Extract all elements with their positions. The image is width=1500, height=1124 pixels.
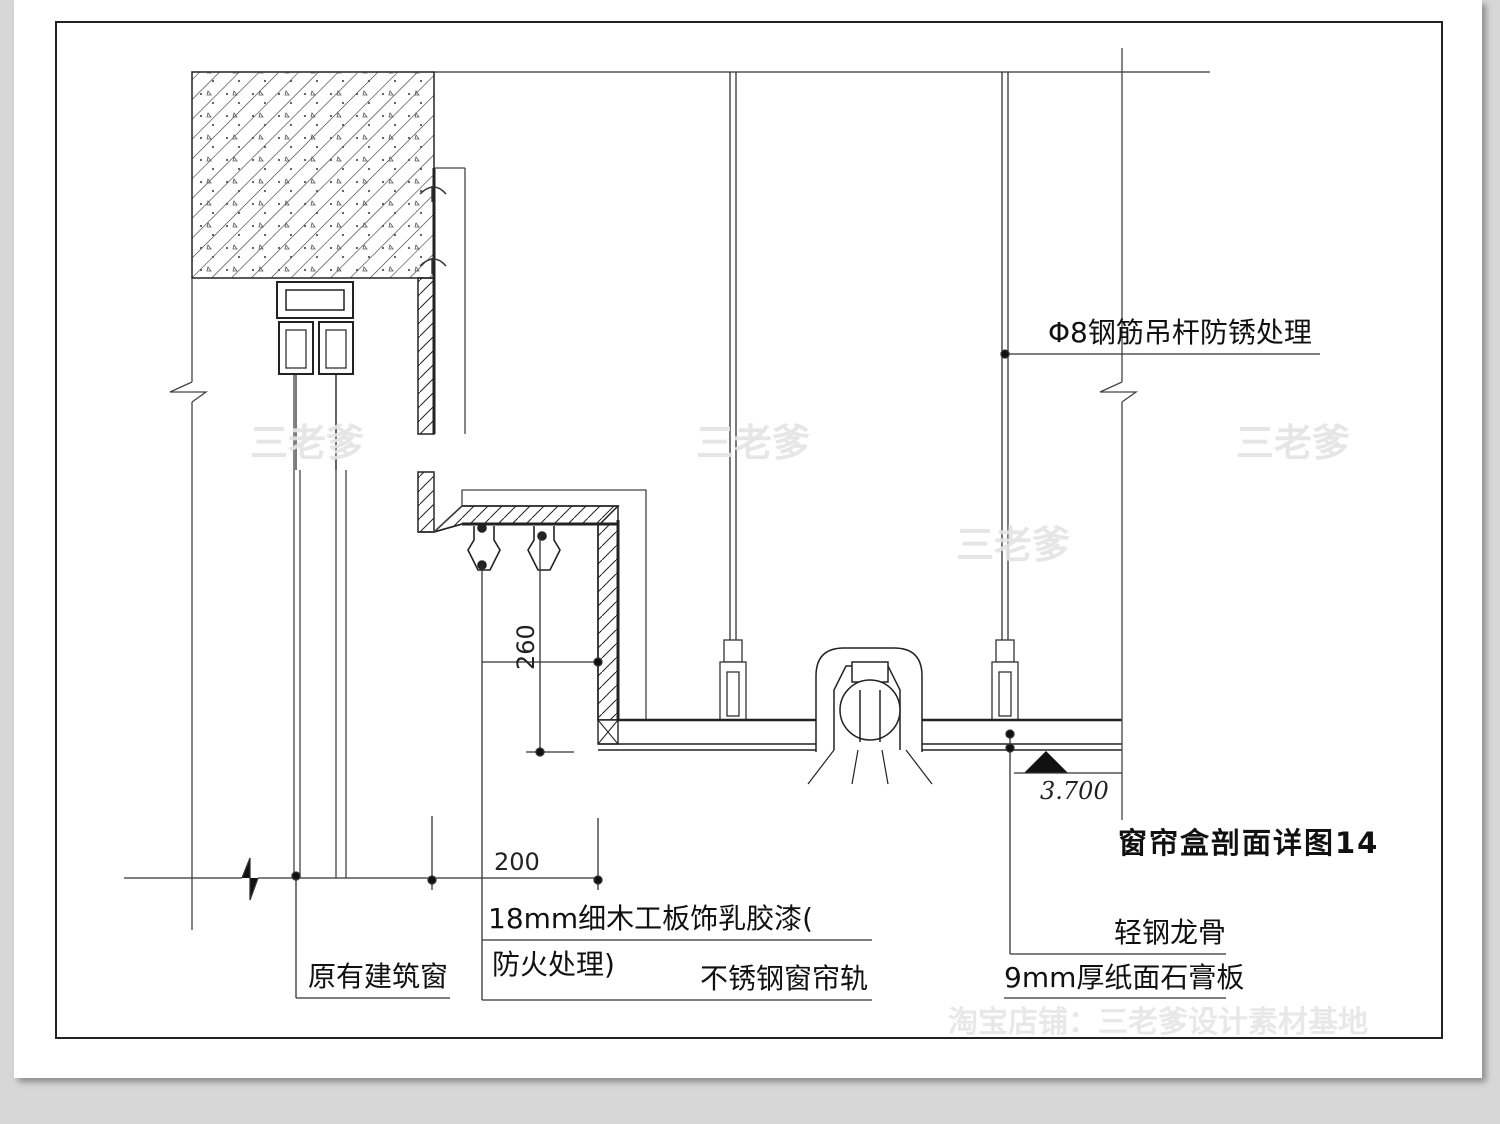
drawing-title: 窗帘盒剖面详图14 bbox=[1118, 826, 1379, 860]
shop-watermark: 淘宝店铺：三老爹设计素材基地 bbox=[948, 1005, 1368, 1040]
drawing-sheet: 260 200 3.700 Φ8钢筋吊杆防锈处理 窗帘盒剖面详图14 轻钢龙骨 bbox=[14, 0, 1482, 1078]
watermark-text: 三老爹 bbox=[250, 421, 364, 465]
dimension-horizontal: 200 bbox=[124, 816, 603, 901]
leader-lines bbox=[295, 349, 1320, 1001]
wall-board-vertical bbox=[417, 167, 466, 435]
downlight-fixture bbox=[807, 647, 933, 785]
curtain-box bbox=[417, 471, 647, 721]
rail-label: 不锈钢窗帘轨 bbox=[700, 962, 868, 995]
dim-260-label: 260 bbox=[512, 624, 540, 670]
elevation-label: 3.700 bbox=[1040, 777, 1109, 805]
watermark-text: 三老爹 bbox=[1236, 421, 1350, 465]
watermark-text: 三老爹 bbox=[956, 523, 1070, 567]
watermark: 三老爹 三老爹 三老爹 三老爹 淘宝店铺：三老爹设计素材基地 bbox=[250, 421, 1368, 1040]
window-frame-profile bbox=[276, 281, 354, 470]
window-label: 原有建筑窗 bbox=[308, 960, 448, 993]
rod-label: Φ8钢筋吊杆防锈处理 bbox=[1048, 316, 1312, 349]
curtain-rail bbox=[467, 523, 561, 571]
concrete-beam bbox=[191, 71, 435, 279]
elevation-marker: 3.700 bbox=[1014, 751, 1122, 805]
gypsum-label: 9mm厚纸面石膏板 bbox=[1004, 961, 1244, 994]
right-break-line bbox=[1099, 48, 1139, 820]
window-jamb bbox=[169, 278, 347, 930]
keel-label: 轻钢龙骨 bbox=[1114, 916, 1226, 949]
dim-200-label: 200 bbox=[494, 848, 540, 876]
dimension-vertical: 260 bbox=[482, 536, 603, 757]
hanger-rod bbox=[719, 72, 1019, 721]
watermark-text: 三老爹 bbox=[696, 421, 810, 465]
section-detail-drawing: 260 200 3.700 Φ8钢筋吊杆防锈处理 窗帘盒剖面详图14 轻钢龙骨 bbox=[55, 21, 1443, 1040]
drawing-border bbox=[55, 21, 1443, 1039]
board-label-line1: 18mm细木工板饰乳胶漆( bbox=[488, 902, 813, 935]
board-label-line2: 防火处理) bbox=[492, 948, 615, 981]
